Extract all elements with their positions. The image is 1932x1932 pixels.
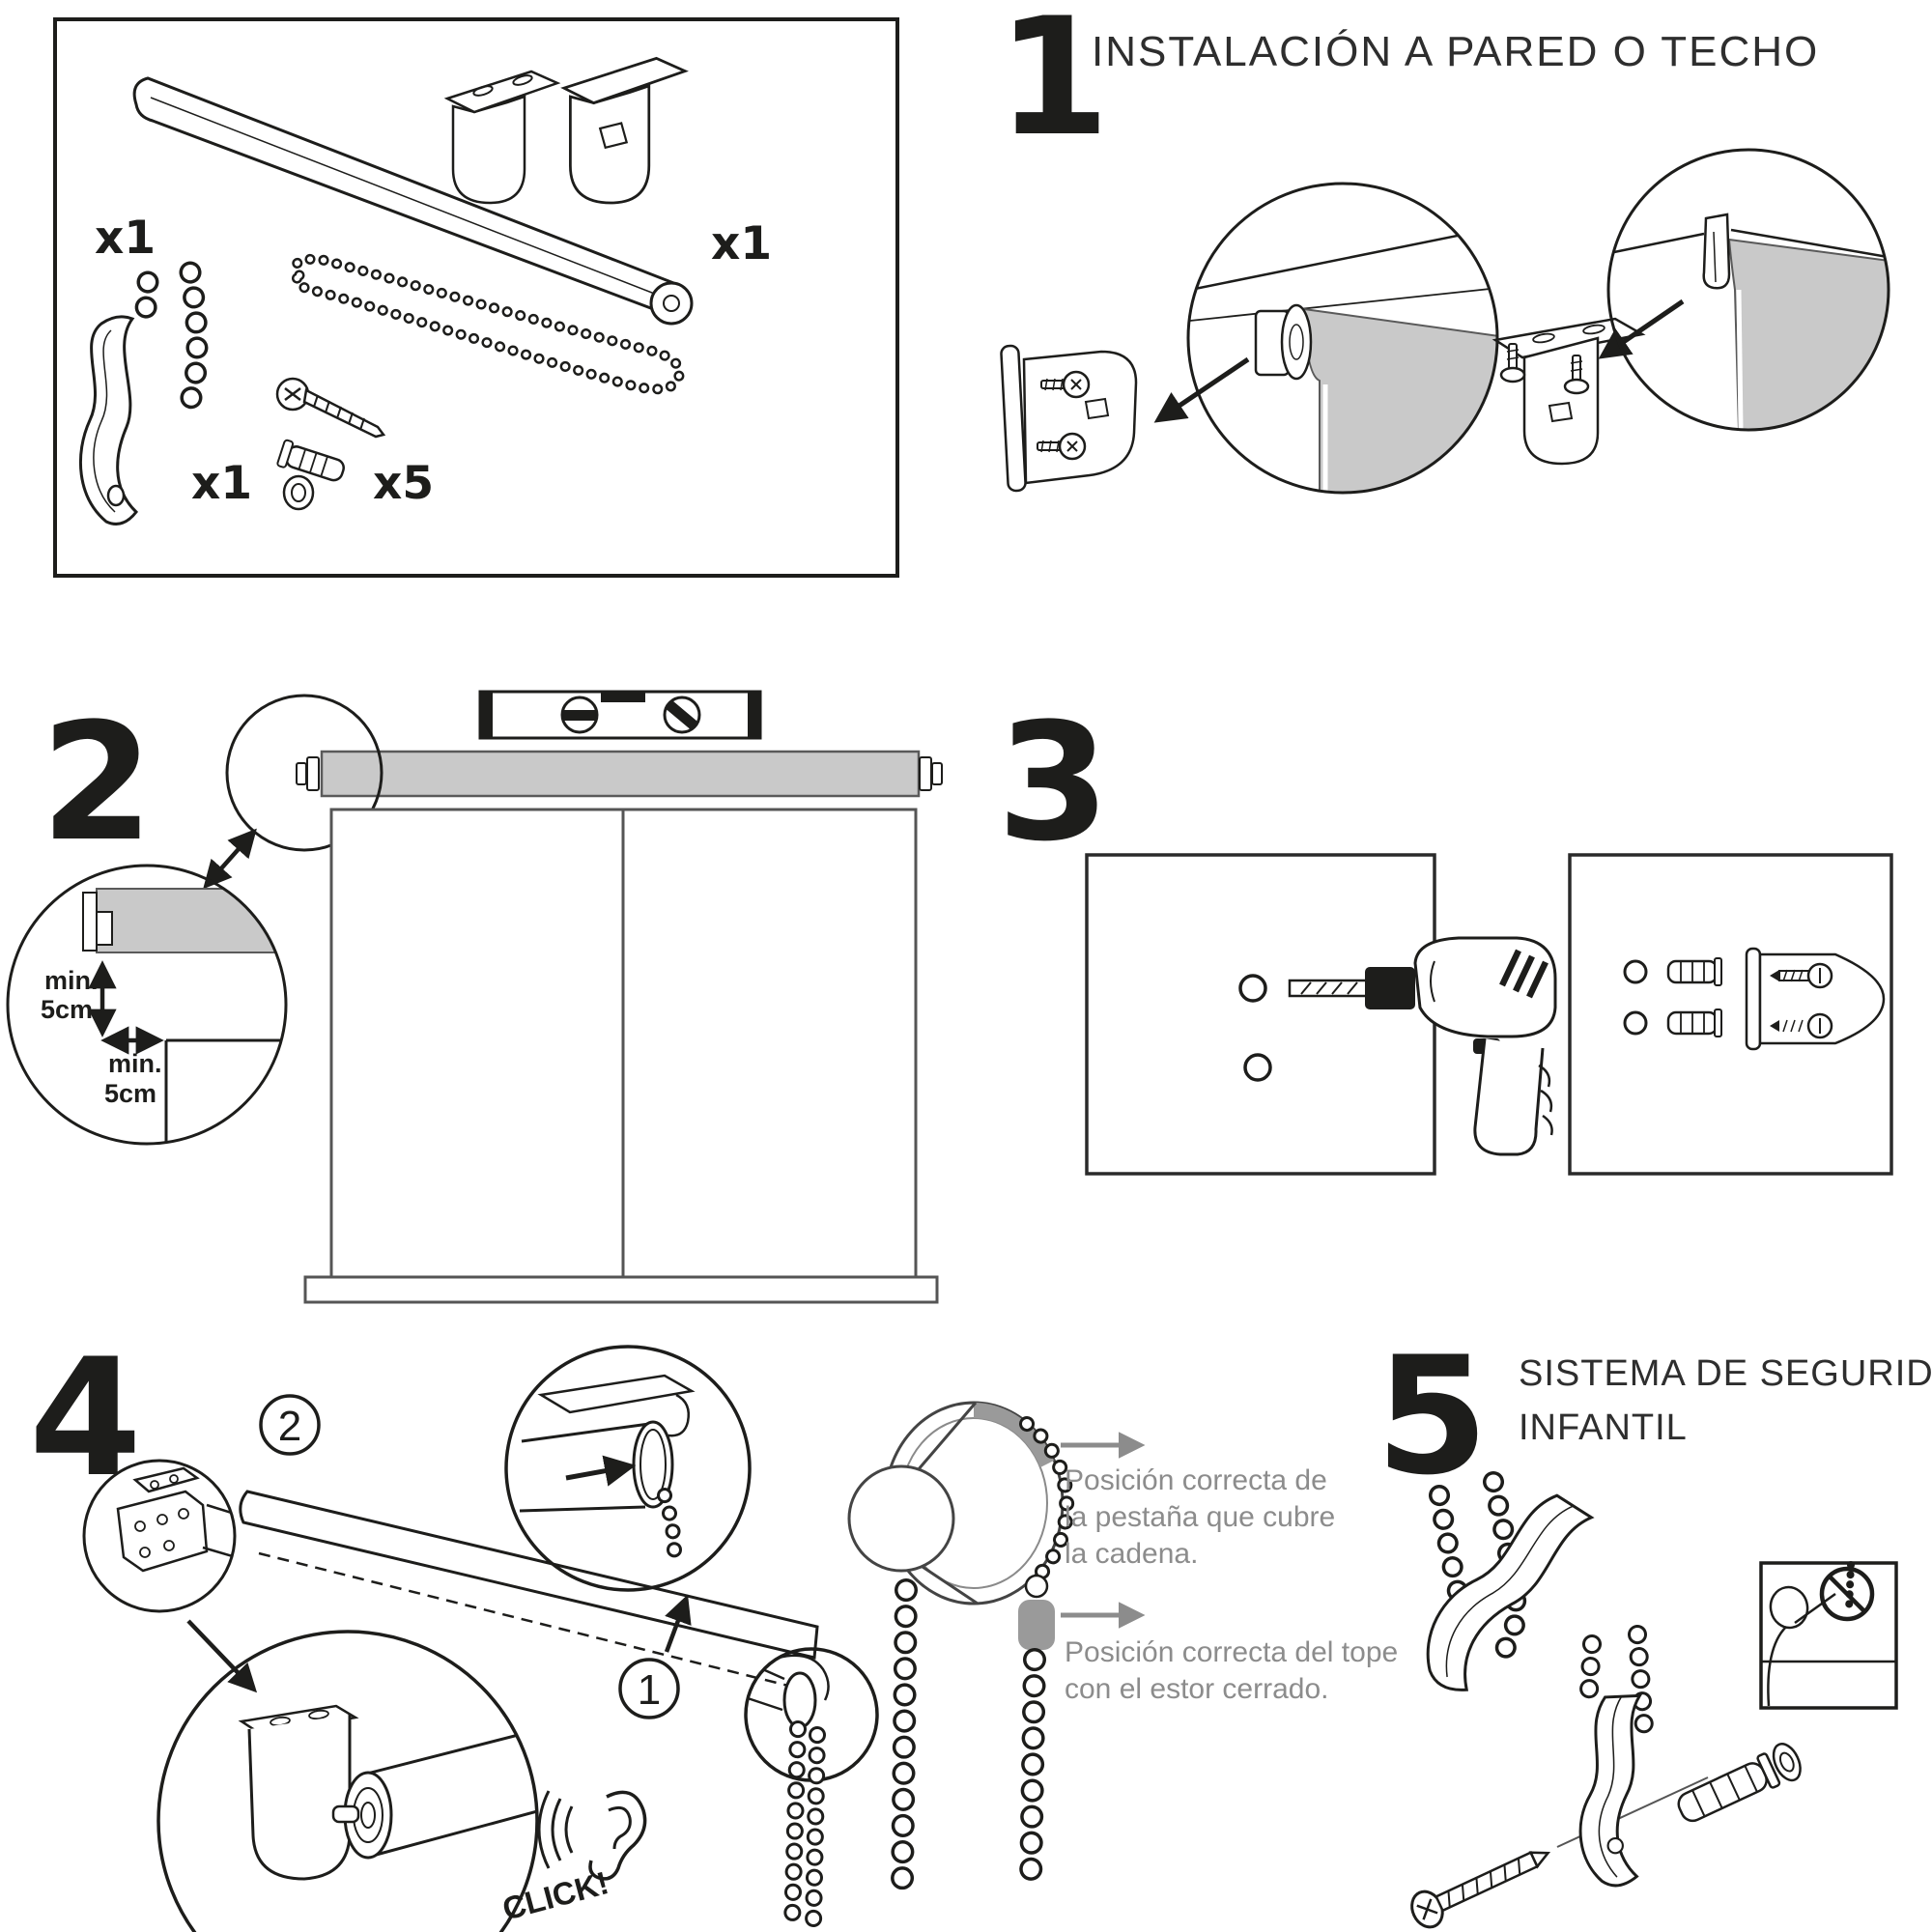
wall-plug-icon [1677,1743,1802,1823]
marker1-circle [618,1658,680,1719]
marker1-label: 1 [638,1666,661,1714]
ceiling-mount-detail-circle [1606,148,1890,432]
step3: 3 [997,688,1893,1176]
tensioner-mounting-illustration [1410,1625,1802,1929]
tube-illustration [239,1490,819,1688]
arrow-icon [664,1594,692,1653]
flap-annotation-line3: la cadena. [1065,1538,1198,1570]
flap-annotation-line1: Posición correcta de [1065,1464,1327,1496]
clearance-detail-circle: min. 5cm min. 5cm [6,864,288,1146]
screw-and-plug-illustration [275,377,386,511]
step1-title: INSTALACIÓN A PARED O TECHO [1092,28,1819,75]
chain-mechanism: Posición correcta de la pestaña que cubr… [847,1401,1398,1893]
wall-mount-detail-circle [1186,182,1499,495]
bracket-side-illustration [1745,947,1886,1051]
step5-number: 5 [1376,1321,1489,1511]
wall-plug-icon [1666,957,1722,986]
screw-icon [1040,370,1091,399]
ceiling-bracket-illustration [1492,317,1646,466]
knob [847,1464,955,1573]
screw-icon [1563,355,1590,395]
plug-panel [1568,853,1893,1176]
profile-rail-illustration [132,76,694,326]
min-side-label: min. [108,1049,162,1078]
stop-annotation-line1: Posición correcta del tope [1065,1636,1398,1668]
step2-number: 2 [41,688,154,877]
screw-icon [1410,1851,1551,1929]
wall-bracket-illustration [1000,344,1138,493]
flap-annotation-line2: la pestaña que cubre [1065,1501,1335,1533]
cm-top-label: 5cm [41,995,93,1024]
bracket-pair-illustration [443,56,689,205]
profile-qty-label: x1 [95,212,156,265]
step2: 2 [6,688,943,1304]
min-top-label: min. [44,966,99,995]
ear-icon [537,1790,647,1881]
wall-plug-icon [1666,1009,1722,1037]
child-icon [1767,1585,1836,1707]
step1-number: 1 [997,0,1110,172]
arrow-icon [186,1619,258,1693]
double-arrow-icon [203,828,257,890]
chain-stop [1018,1600,1055,1650]
chain-left [891,1578,918,1893]
screw-icon [275,377,386,439]
drill-icon [1288,936,1557,1156]
chain-end-detail-circle [744,1647,879,1932]
screw-icon [1499,343,1526,384]
parts-box: x1 x1 [53,17,899,578]
bracket-plate-detail-circle [82,1459,237,1613]
step1: 1 INSTALACIÓN A PARED O TECHO [997,0,1890,495]
clip-qty-label: x1 [191,457,252,510]
cm-side-label: 5cm [104,1079,156,1108]
marker2-circle [259,1394,321,1456]
drill-panel [1085,853,1557,1176]
chain-flap-highlight [974,1403,1054,1467]
step4-number: 4 [29,1323,142,1513]
prohibition-icon [1819,1566,1875,1622]
parts-box-border [53,17,899,578]
pin-end-detail-circle [156,1630,539,1932]
click-label: CLICK! [498,1864,612,1927]
step5-title-line2: INFANTIL [1519,1407,1688,1448]
screw-icon [1770,1012,1833,1039]
wall-plug-icon [276,439,345,482]
step5-title-line1: SISTEMA DE SEGURIDAD [1519,1353,1932,1394]
step5: 5 SISTEMA DE SEGURIDAD INFANTIL [1376,1321,1932,1929]
step4: 4 2 [29,1323,879,1932]
level-icon [478,690,762,740]
arrow-icon [1598,298,1685,359]
arrow-icon [1153,356,1250,423]
safety-clip-illustration [78,261,209,526]
stop-annotation-line2: con el estor cerrado. [1065,1673,1328,1705]
step3-number: 3 [997,688,1110,877]
child-chain-warning [1759,1561,1898,1710]
tube-end-highlight-circle [225,694,384,852]
screw-icon [1770,962,1833,989]
window-illustration [303,808,939,1304]
screw-icon [1037,432,1087,461]
screws-qty-label: x5 [373,457,434,510]
chain-loop-illustration [290,253,685,395]
chain-side-detail-circle [504,1345,752,1592]
roller-tube-illustration [296,750,943,798]
marker2-label: 2 [278,1403,301,1450]
bracket-qty-label: x1 [711,217,772,270]
chain-tensioner-illustration [1426,1471,1595,1691]
